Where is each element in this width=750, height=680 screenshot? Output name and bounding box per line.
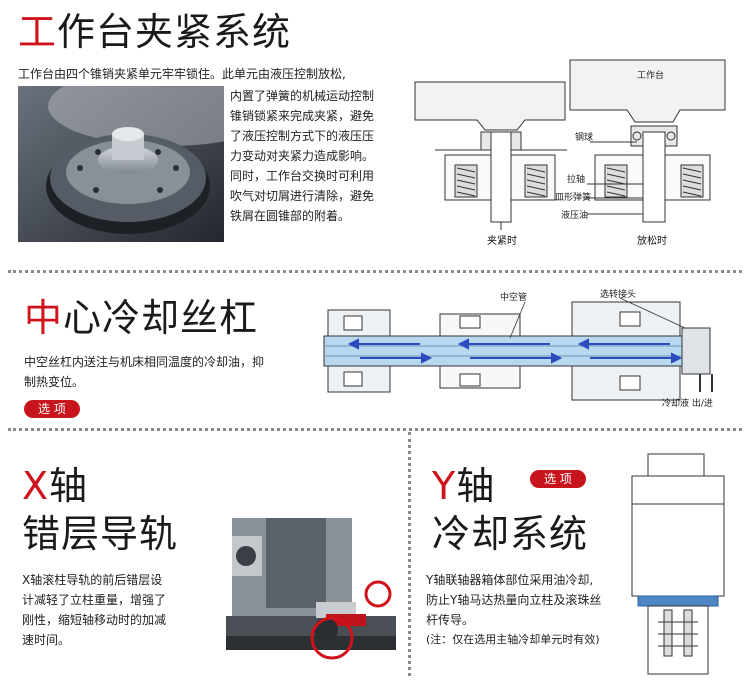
label-steel-ball: 钢球 [575,131,593,143]
clamp-desc-line1: 工作台由四个锥销夹紧单元牢牢锁住。此单元由液压控制放松, [18,67,346,81]
y-axis-note: (注：仅在选用主轴冷却单元时有效) [426,633,600,646]
x-axis-title-line2: 错层导轨 [22,512,179,556]
y-axis-title-line1: Y轴 [432,466,495,506]
clamp-desc-line: 了液压控制方式下的液压压 [230,129,375,143]
label-hydraulic-oil: 液压油 [561,209,588,221]
clamp-title-accent: 工 [18,10,58,54]
x-axis-title-accent: X [22,464,50,508]
caption-released: 放松时 [637,234,667,247]
x-axis-description: X轴滚柱导轨的前后错层设 计减轻了立柱重量，增强了 刚性，缩短轴移动时的加减 速… [22,570,222,650]
x-axis-desc-line: 刚性，缩短轴移动时的加减 [22,613,167,627]
clamp-section-title: 工作台夹紧系统 [18,12,291,52]
screw-title-rest: 心冷却丝杠 [63,296,259,340]
clamp-desc-line: 力变动对夹紧力造成影响。 [230,149,375,163]
clamp-description: 内置了弹簧的机械运动控制 锥销锁紧来完成夹紧，避免 了液压控制方式下的液压压 力… [230,86,400,226]
screw-option-badge: 选 项 [24,400,80,418]
section-divider [8,270,742,273]
screw-desc-line: 制热变位。 [24,375,85,389]
label-disc-spring: 皿形弹簧 [555,191,591,203]
clamp-desc-line: 同时，工作台交换时可利用 [230,169,375,183]
y-axis-title-rest: 轴 [456,464,496,508]
screw-section-title: 中心冷却丝杠 [24,298,258,338]
clamp-desc-line: 铁屑在圆锥部的附着。 [230,209,351,223]
y-axis-title-accent: Y [432,464,457,508]
clamp-desc-line: 吹气对切屑进行清除，避免 [230,189,375,203]
screw-description: 中空丝杠内送注与机床相同温度的冷却油，抑 制热变位。 [24,352,314,392]
y-axis-title-line2: 冷却系统 [432,512,589,556]
screw-desc-line: 中空丝杠内送注与机床相同温度的冷却油，抑 [24,355,265,369]
y-axis-description: Y轴联轴器箱体部位采用油冷却, 防止Y轴马达热量向立柱及滚珠丝 杆传导。 (注：… [426,570,626,650]
y-axis-desc-line: 杆传导。 [426,613,475,627]
x-axis-desc-line: X轴滚柱导轨的前后错层设 [22,573,163,587]
x-axis-guide-photo [226,516,396,666]
clamp-title-rest: 作台夹紧系统 [57,10,292,54]
clamp-diagram: 工作台 钢球 拉轴 皿形弹簧 液压油 夹紧时 放松时 [414,59,726,247]
label-work-table: 工作台 [637,69,664,81]
y-axis-desc-line: Y轴联轴器箱体部位采用油冷却, [426,573,594,587]
clamp-unit-photo [18,86,224,242]
x-axis-desc-line: 速时间。 [22,633,71,647]
x-axis-desc-line: 计减轻了立柱重量，增强了 [22,593,167,607]
label-pull-shaft: 拉轴 [567,173,585,185]
column-divider [408,432,411,676]
y-axis-option-badge: 选 项 [530,470,586,488]
section-divider [8,428,742,431]
clamp-desc-line: 锥销锁紧来完成夹紧，避免 [230,109,375,123]
y-axis-desc-line: 防止Y轴马达热量向立柱及滚珠丝 [426,593,602,607]
x-axis-title-rest: 轴 [49,464,89,508]
y-axis-cooling-diagram [631,453,725,675]
label-hollow-tube: 中空管 [500,291,527,303]
caption-clamped: 夹紧时 [487,234,517,247]
clamp-desc-line: 内置了弹簧的机械运动控制 [230,89,375,103]
coolant-screw-diagram: 中空管 选转接头 冷却液 出/进 [323,288,713,409]
x-axis-title-line1: X轴 [22,466,88,506]
screw-title-accent: 中 [24,296,64,340]
label-coolant-inout: 冷却液 出/进 [662,397,713,409]
label-rotary-joint: 选转接头 [600,288,636,300]
